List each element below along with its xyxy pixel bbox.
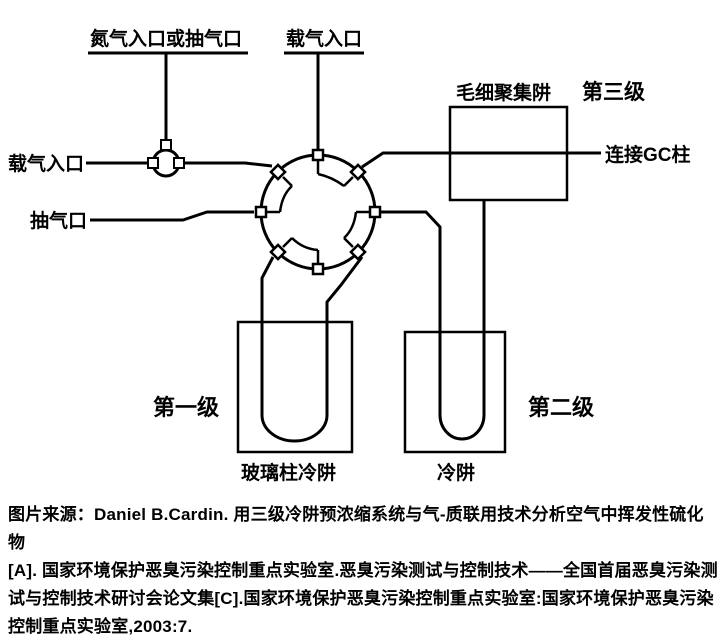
pipe-pump-port — [90, 210, 254, 222]
label-pump-port: 抽气口 — [30, 209, 87, 232]
label-gc-column: 连接GC柱 — [605, 143, 691, 166]
stage2-trap-box — [403, 330, 507, 454]
valve-channel-1 — [317, 172, 345, 188]
pipes — [86, 51, 601, 443]
rotary-valve — [254, 148, 382, 276]
valve-port-bottom — [311, 262, 325, 276]
label-carrier-gas-inlet-left: 载气入口 — [8, 152, 84, 175]
valve-stub-lower-left — [282, 237, 293, 248]
label-stage3: 第三级 — [582, 80, 645, 104]
valve-stub-upper-right — [343, 176, 354, 187]
valve-port-left — [254, 205, 268, 219]
caption-line: 试与控制技术研讨会论文集[C].国家环境保护恶臭污染控制重点实验室:国家环境保护… — [8, 589, 714, 608]
rotary-valve-channels — [267, 161, 369, 263]
pipe-rotor-to-trap2-left — [381, 210, 442, 415]
valve-stub-upper-left — [282, 176, 293, 187]
valve-port-lower-right — [349, 243, 367, 261]
valve-port-right — [368, 205, 382, 219]
label-stage1: 第一级 — [153, 395, 219, 420]
valve-channel-3 — [291, 237, 319, 252]
label-nitrogen-inlet: 氮气入口或抽气口 — [90, 27, 242, 50]
caption-line: 控制重点实验室,2003:7. — [8, 617, 193, 636]
label-stage2: 第二级 — [528, 395, 594, 420]
valve-port-top — [311, 148, 325, 162]
caption-line: 图片来源：Daniel B.Cardin. 用三级冷阱预浓缩系统与气-质联用技术… — [8, 505, 704, 552]
trap1-u-tube — [260, 414, 329, 443]
rotary-valve-ports — [254, 148, 382, 276]
valve-port-lower-left — [269, 243, 287, 261]
label-capillary-trap: 毛细聚集阱 — [456, 81, 551, 104]
stage1-trap-box — [236, 320, 354, 454]
inlet-valve — [147, 139, 185, 178]
inlet-valve-port-left — [147, 157, 159, 169]
label-cold-trap: 冷阱 — [437, 461, 475, 484]
valve-stub-lower-right — [343, 237, 354, 248]
label-carrier-gas-inlet-top: 载气入口 — [286, 27, 362, 50]
pipe-rotor-to-trap1-right — [325, 256, 364, 415]
label-glass-column-trap: 玻璃柱冷阱 — [241, 461, 336, 484]
inlet-valve-port-top — [160, 139, 172, 151]
preconcentration-diagram: 氮气入口或抽气口 载气入口 载气入口 抽气口 毛细聚集阱 第三级 连接GC柱 第… — [8, 27, 691, 484]
figure-caption: 图片来源：Daniel B.Cardin. 用三级冷阱预浓缩系统与气-质联用技术… — [0, 495, 726, 641]
caption-line: [A]. 国家环境保护恶臭污染控制重点实验室.恶臭污染测试与控制技术——全国首届… — [8, 561, 718, 580]
pipe-rotor-to-trap1-left — [260, 256, 275, 415]
valve-port-upper-left — [269, 163, 287, 181]
pipe-to-gc-column — [361, 151, 601, 169]
pipe-valve-to-rotor — [184, 161, 273, 168]
valve-channel-2 — [278, 185, 293, 213]
valve-port-upper-right — [349, 163, 367, 181]
valve-channel-4 — [343, 211, 358, 239]
trap2-u-tube — [438, 414, 486, 441]
inlet-valve-port-right — [173, 157, 185, 169]
